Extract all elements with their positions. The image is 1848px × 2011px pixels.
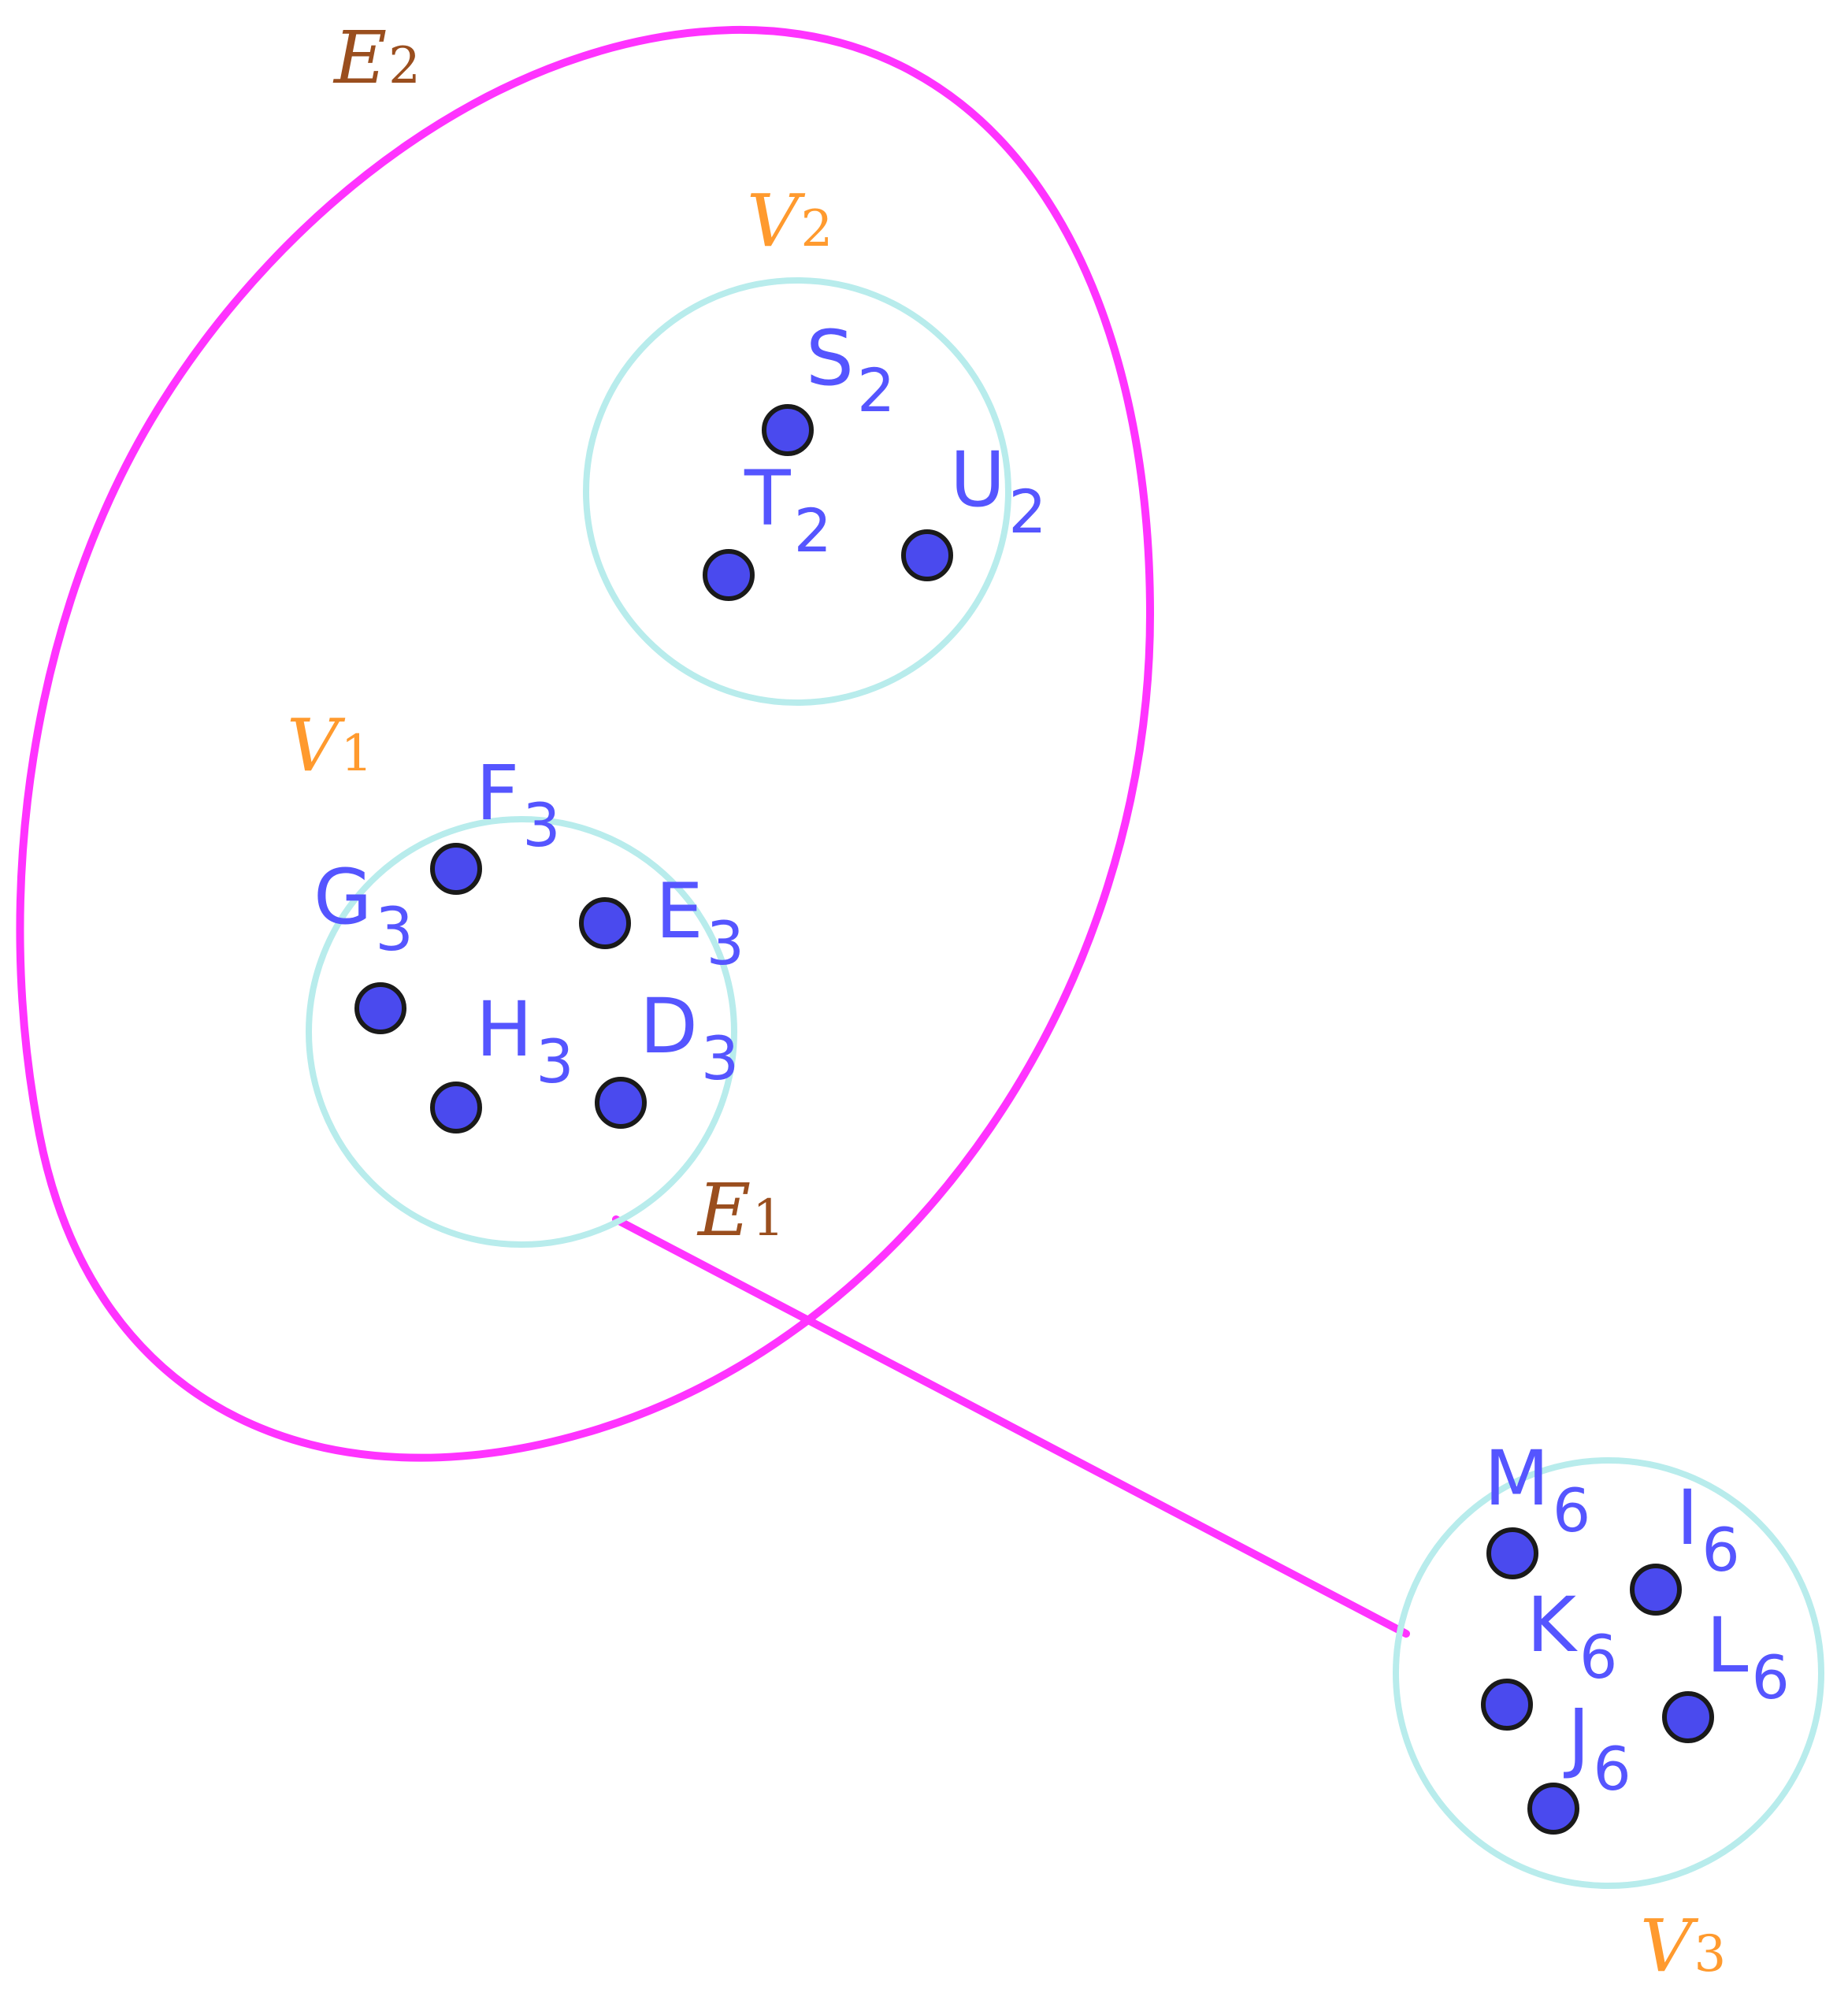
node-m6-label: M6 bbox=[1484, 1434, 1590, 1545]
node-s2-label: S2 bbox=[806, 314, 895, 425]
node-j6-letter: J bbox=[1564, 1693, 1590, 1781]
node-s2[interactable] bbox=[762, 404, 814, 456]
node-h3-letter: H bbox=[476, 985, 533, 1074]
node-u2-sub: 2 bbox=[1008, 477, 1046, 547]
vertex-set-v3-sub: 3 bbox=[1694, 1925, 1726, 1983]
vertex-set-v2-circle bbox=[583, 277, 1011, 706]
node-m6-sub: 6 bbox=[1553, 1475, 1590, 1545]
edge-e2-sub: 2 bbox=[388, 37, 421, 95]
node-m6[interactable] bbox=[1486, 1527, 1538, 1579]
node-t2-letter: T bbox=[744, 455, 791, 543]
node-t2-label: T2 bbox=[744, 455, 832, 566]
node-f3-sub: 3 bbox=[522, 790, 560, 860]
edge-e1-line bbox=[612, 1215, 1410, 1638]
node-f3[interactable] bbox=[430, 843, 482, 895]
node-u2[interactable] bbox=[901, 529, 953, 581]
node-l6-sub: 6 bbox=[1751, 1642, 1789, 1712]
edge-e2-label: E2 bbox=[332, 16, 421, 100]
edge-e2-letter: E bbox=[332, 16, 387, 100]
node-t2-sub: 2 bbox=[794, 495, 832, 566]
node-i6[interactable] bbox=[1630, 1564, 1682, 1616]
node-g3-sub: 3 bbox=[375, 894, 413, 964]
node-i6-letter: I bbox=[1676, 1474, 1698, 1562]
vertex-set-v1-label: V1 bbox=[287, 703, 373, 788]
node-k6-label: K6 bbox=[1527, 1581, 1617, 1692]
vertex-set-v3-label: V3 bbox=[1640, 1904, 1726, 1988]
vertex-set-v1-letter: V bbox=[287, 703, 346, 788]
node-t2[interactable] bbox=[703, 549, 755, 601]
node-s2-sub: 2 bbox=[857, 355, 895, 425]
node-j6[interactable] bbox=[1527, 1783, 1579, 1835]
node-g3[interactable] bbox=[354, 982, 406, 1034]
vertex-set-v2-sub: 2 bbox=[800, 200, 833, 258]
vertex-set-v3-letter: V bbox=[1640, 1904, 1699, 1988]
node-l6[interactable] bbox=[1662, 1691, 1714, 1743]
node-f3-letter: F bbox=[476, 749, 519, 837]
vertex-set-v2-letter: V bbox=[747, 179, 806, 263]
node-d3-label: D3 bbox=[640, 982, 739, 1093]
node-e3-label: E3 bbox=[655, 867, 744, 978]
edge-e1-sub: 1 bbox=[752, 1189, 785, 1248]
node-j6-sub: 6 bbox=[1593, 1734, 1631, 1804]
vertex-set-v1-circle bbox=[306, 816, 737, 1248]
node-g3-label: G3 bbox=[314, 853, 414, 964]
node-m6-letter: M bbox=[1484, 1434, 1549, 1523]
vertex-set-v1-sub: 1 bbox=[340, 725, 373, 783]
vertex-set-v3-circle bbox=[1393, 1457, 1824, 1889]
vertex-set-v2-label: V2 bbox=[747, 179, 833, 263]
node-k6[interactable] bbox=[1481, 1679, 1533, 1731]
node-d3-letter: D bbox=[640, 982, 698, 1070]
node-l6-letter: L bbox=[1706, 1601, 1748, 1690]
node-e3-sub: 3 bbox=[707, 908, 744, 978]
node-u2-label: U2 bbox=[950, 436, 1047, 547]
node-i6-sub: 6 bbox=[1701, 1515, 1739, 1585]
node-l6-label: L6 bbox=[1706, 1601, 1790, 1712]
node-f3-label: F3 bbox=[476, 749, 561, 860]
edge-e1-label: E1 bbox=[696, 1168, 785, 1252]
edge-e1-letter: E bbox=[696, 1168, 751, 1252]
node-h3-sub: 3 bbox=[536, 1026, 573, 1096]
node-h3[interactable] bbox=[430, 1082, 482, 1134]
node-e3-letter: E bbox=[655, 867, 703, 955]
node-d3[interactable] bbox=[595, 1077, 647, 1129]
node-u2-letter: U bbox=[950, 436, 1005, 524]
node-s2-letter: S bbox=[806, 314, 854, 403]
node-e3[interactable] bbox=[579, 897, 631, 949]
node-d3-sub: 3 bbox=[701, 1023, 739, 1093]
node-g3-letter: G bbox=[314, 853, 372, 941]
node-j6-label: J6 bbox=[1564, 1693, 1631, 1804]
node-i6-label: I6 bbox=[1676, 1474, 1740, 1585]
node-k6-sub: 6 bbox=[1579, 1622, 1617, 1692]
edge-e2-hull bbox=[16, 25, 1155, 1462]
node-h3-label: H3 bbox=[476, 985, 574, 1096]
node-k6-letter: K bbox=[1527, 1581, 1578, 1669]
